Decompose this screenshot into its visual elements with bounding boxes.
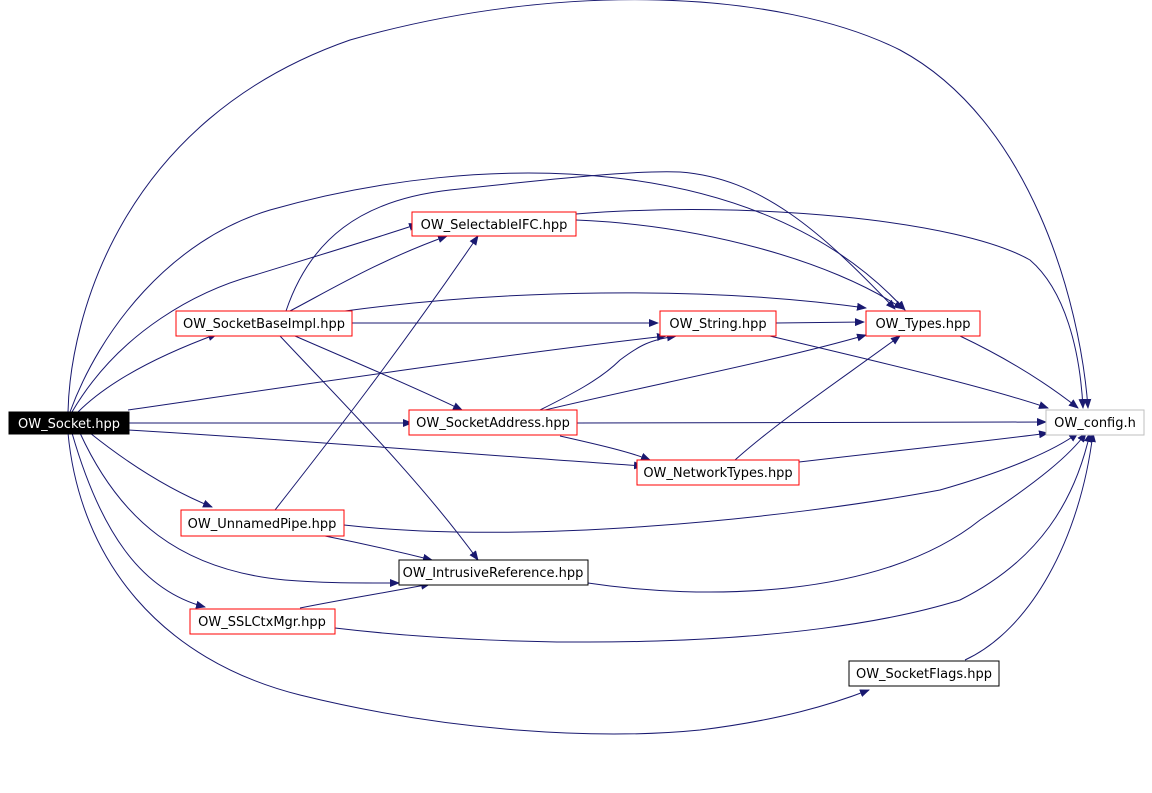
node-string-box [659, 310, 777, 337]
edge-sockaddr-nettypes [559, 435, 651, 461]
edge-string-config [769, 335, 1049, 409]
edge-string-types [775, 318, 865, 327]
node-types[interactable]: OW_Types.hpp [865, 310, 981, 337]
edge-flags-config [964, 432, 1096, 661]
node-socket-address[interactable]: OW_SocketAddress.hpp [408, 409, 578, 436]
node-socket-box [8, 411, 130, 435]
edge-intrusive-config [587, 432, 1087, 593]
edge-sockaddr-string [539, 333, 677, 411]
edge-nettypes-config [798, 430, 1049, 463]
node-socket-label: OW_Socket.hpp [18, 417, 120, 432]
node-unnamed-pipe-label: OW_UnnamedPipe.hpp [188, 517, 337, 532]
node-unnamed-pipe[interactable]: OW_UnnamedPipe.hpp [180, 509, 345, 537]
node-string[interactable]: OW_String.hpp [659, 310, 777, 337]
node-string-label: OW_String.hpp [669, 317, 766, 332]
nodes: OW_Socket.hpp OW_SelectableIFC.hpp OW_So… [8, 211, 1145, 687]
node-types-label: OW_Types.hpp [875, 317, 970, 332]
edge-socket-intrusive [79, 432, 400, 587]
edge-socket-sslctx [71, 432, 206, 609]
edge-basemimpl-sockaddr [294, 335, 463, 411]
node-network-types-box [636, 459, 800, 486]
edge-pipe-selectable [274, 235, 479, 511]
node-config-label: OW_config.h [1054, 416, 1136, 431]
edge-socket-basemimpl [77, 333, 218, 413]
edge-socket-nettypes [127, 429, 644, 470]
edge-socket-selectable [71, 223, 419, 413]
edge-socket-pipe [89, 432, 213, 508]
edge-pipe-intrusive [324, 535, 433, 562]
node-socket-flags[interactable]: OW_SocketFlags.hpp [848, 660, 1000, 687]
node-intrusive-reference-label: OW_IntrusiveReference.hpp [403, 566, 584, 581]
edge-selectable-types [575, 219, 904, 310]
edge-socket-string [127, 333, 667, 411]
edge-socket-config [67, 0, 1092, 413]
edge-pipe-config [343, 432, 1079, 533]
node-config-box [1045, 409, 1145, 436]
node-selectable-ifc-box [411, 211, 577, 237]
node-socket-base-impl[interactable]: OW_SocketBaseImpl.hpp [175, 310, 353, 337]
node-types-box [865, 310, 981, 337]
node-selectable-ifc-label: OW_SelectableIFC.hpp [421, 218, 568, 233]
node-socket-address-label: OW_SocketAddress.hpp [416, 416, 570, 431]
node-ssl-ctx-mgr-box [189, 608, 336, 635]
node-socket-base-impl-box [175, 310, 353, 337]
edge-sockaddr-config [576, 418, 1047, 427]
edge-basemimpl-types [344, 292, 867, 312]
node-socket-flags-label: OW_SocketFlags.hpp [856, 667, 992, 682]
edge-nettypes-types [734, 335, 901, 461]
node-intrusive-reference[interactable]: OW_IntrusiveReference.hpp [398, 559, 589, 586]
node-socket-flags-box [848, 660, 1000, 687]
edge-sslctx-config [334, 432, 1092, 643]
node-unnamed-pipe-box [180, 509, 345, 537]
edge-basemimpl-selectable [289, 235, 448, 312]
node-network-types-label: OW_NetworkTypes.hpp [643, 466, 792, 481]
node-socket-address-box [408, 409, 578, 436]
node-intrusive-reference-box [398, 559, 589, 586]
edge-socket-types [69, 172, 906, 413]
edge-types-config [959, 335, 1079, 409]
node-ssl-ctx-mgr[interactable]: OW_SSLCtxMgr.hpp [189, 608, 336, 635]
node-selectable-ifc[interactable]: OW_SelectableIFC.hpp [411, 211, 577, 237]
edge-sockaddr-types [544, 333, 867, 411]
node-config[interactable]: OW_config.h [1045, 409, 1145, 436]
node-socket-base-impl-label: OW_SocketBaseImpl.hpp [183, 317, 345, 332]
node-socket[interactable]: OW_Socket.hpp [8, 411, 130, 435]
edge-sslctx-intrusive [299, 581, 431, 609]
edge-basemimpl-types-upper [285, 171, 896, 312]
edge-socket-flags [67, 432, 870, 735]
edge-selectable-config [575, 209, 1087, 409]
edge-basemimpl-intrusive [279, 335, 479, 561]
node-ssl-ctx-mgr-label: OW_SSLCtxMgr.hpp [198, 615, 326, 630]
edges [67, 0, 1096, 735]
node-network-types[interactable]: OW_NetworkTypes.hpp [636, 459, 800, 486]
